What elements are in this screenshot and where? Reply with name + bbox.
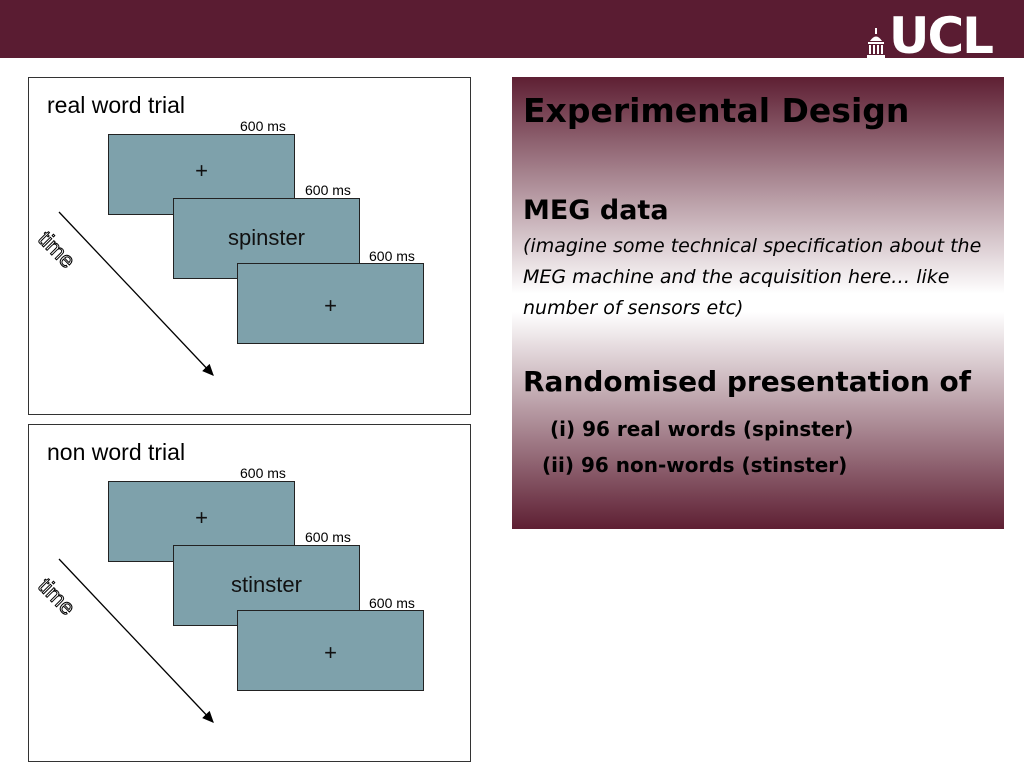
trial-title: real word trial bbox=[47, 92, 186, 118]
experimental-design-panel: Experimental Design MEG data (imagine so… bbox=[512, 77, 1004, 529]
list-item-non-words: (ii) 96 non-words (stinster) bbox=[542, 453, 848, 477]
meg-description: (imagine some technical specification ab… bbox=[523, 235, 982, 319]
stimulus-screen-fixation: + bbox=[237, 610, 424, 691]
duration-label: 600 ms bbox=[305, 529, 351, 545]
duration-label: 600 ms bbox=[369, 248, 415, 264]
duration-label: 600 ms bbox=[369, 595, 415, 611]
list-item-real-words: (i) 96 real words (spinster) bbox=[550, 417, 854, 441]
time-axis-label: time bbox=[33, 572, 81, 621]
ucl-logo: UCL bbox=[866, 7, 994, 65]
time-axis-label: time bbox=[33, 225, 81, 274]
portico-icon bbox=[866, 28, 885, 58]
stimulus-text: + bbox=[195, 504, 208, 530]
duration-label: 600 ms bbox=[240, 118, 286, 134]
real-word-trial-panel: real word trial 600 ms + 600 ms spinster… bbox=[28, 77, 471, 415]
logo-text: UCL bbox=[888, 7, 994, 65]
stimulus-screen-fixation: + bbox=[237, 263, 424, 344]
meg-heading: MEG data bbox=[523, 195, 669, 226]
stimulus-text: + bbox=[324, 292, 337, 318]
duration-label: 600 ms bbox=[240, 465, 286, 481]
stimulus-text: spinster bbox=[227, 224, 306, 250]
trial-title: non word trial bbox=[47, 439, 186, 465]
duration-label: 600 ms bbox=[305, 182, 351, 198]
header-bar: UCL bbox=[0, 0, 1024, 65]
stimulus-text: + bbox=[195, 157, 208, 183]
stimulus-text: stinster bbox=[231, 571, 302, 597]
non-word-trial-panel: non word trial 600 ms + 600 ms stinster … bbox=[28, 424, 471, 762]
stimulus-text: + bbox=[324, 639, 337, 665]
randomised-heading: Randomised presentation of bbox=[523, 365, 971, 398]
slide-title: Experimental Design bbox=[523, 91, 910, 130]
